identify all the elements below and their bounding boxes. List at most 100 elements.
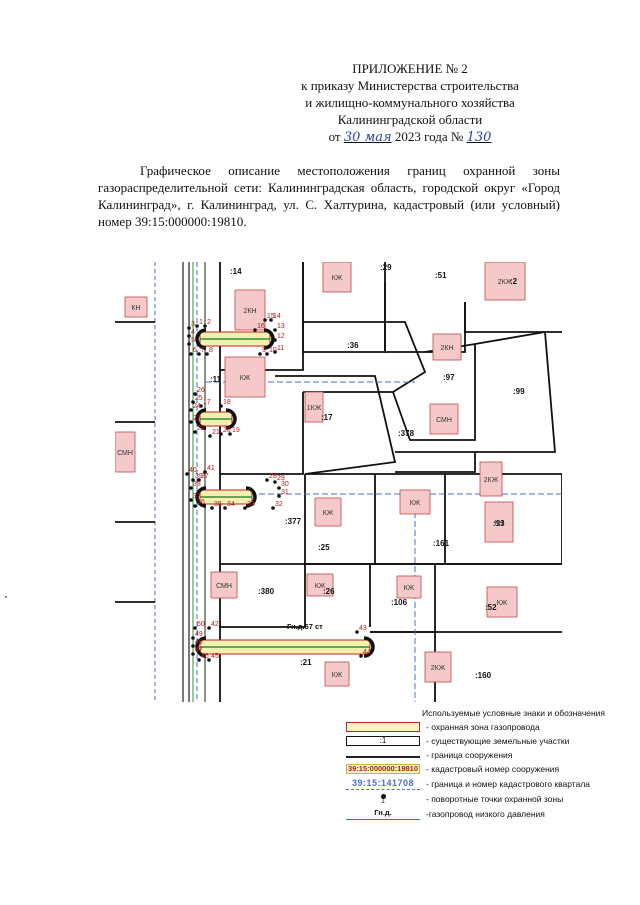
turning-point-label: 7 <box>201 347 205 354</box>
appendix-line-3: Калининградской области <box>337 112 483 127</box>
turning-point-label: 23 <box>193 415 201 422</box>
legend-row-lots: :1 - существующие земельные участки <box>340 735 620 747</box>
turning-point-label: 49 <box>195 631 203 638</box>
zone-arc <box>363 636 375 658</box>
turning-point-dot <box>205 352 209 356</box>
building <box>234 289 266 331</box>
turning-point-dot <box>265 478 269 482</box>
point-dot-icon <box>380 794 386 799</box>
turning-point-dot <box>271 506 275 510</box>
turning-point-label: 18 <box>223 399 231 406</box>
parcel-label: :25 <box>318 543 330 552</box>
order-number-handwritten: 130 <box>466 130 492 145</box>
turning-point-dot <box>208 434 212 438</box>
parcel-label: :17 <box>321 413 333 422</box>
turning-point-label: 29 <box>277 475 285 482</box>
turning-point-label: 2 <box>207 319 211 326</box>
turning-point-label: 40 <box>189 467 197 474</box>
building-mark: СМН <box>436 417 452 424</box>
building-mark: КН <box>494 520 503 527</box>
turning-point-label: 19 <box>232 427 240 434</box>
building-mark: СМН <box>216 583 232 590</box>
building-mark: СМН <box>117 450 133 457</box>
date-handwritten: 30 мая <box>343 130 392 145</box>
turning-point-dot <box>253 328 257 332</box>
turning-point-dot <box>273 350 277 354</box>
parcel-label: :13 <box>493 519 505 528</box>
turning-point-dot <box>187 326 191 330</box>
turning-point-label: 6 <box>193 347 197 354</box>
parcel-labels: :14:29:51:2:36:97:99:11:17:378:377:25:16… <box>210 263 525 680</box>
turning-point-label: 39 <box>195 473 203 480</box>
legend-quarter-text: - граница и номер кадастрового квартала <box>426 779 591 789</box>
turning-point-dot <box>195 324 199 328</box>
appendix-title: ПРИЛОЖЕНИЕ № 2 <box>352 61 468 76</box>
zone-arc <box>195 486 207 508</box>
turning-point-dot <box>189 408 193 412</box>
margin-mark <box>5 596 7 598</box>
legend-zone-text: - охранная зона газопровода <box>426 722 540 732</box>
building-mark: 2КН <box>243 308 256 315</box>
turning-point-dot <box>277 486 281 490</box>
turning-point-dot <box>207 626 211 630</box>
parcel-label: :377 <box>285 517 302 526</box>
turning-point-label: 21 <box>212 429 220 436</box>
building <box>484 262 526 301</box>
building-mark: 2КН <box>440 345 453 352</box>
building-mark: КЖ <box>240 375 251 382</box>
turning-point-dot <box>277 494 281 498</box>
turning-point-label: 9 <box>262 347 266 354</box>
building <box>429 403 459 435</box>
turning-point-label: 37 <box>193 493 201 500</box>
legend-structure-swatch <box>346 750 420 758</box>
legend-row-points: 1 - поворотные точки охранной зоны <box>340 793 620 805</box>
turning-point-label: 25 <box>195 395 203 402</box>
appendix-date-line: от 30 мая 2023 года № 130 <box>270 128 550 146</box>
turning-point-label: 3 <box>191 321 195 328</box>
turning-point-dot <box>189 498 193 502</box>
building-mark: КЖ <box>332 672 343 679</box>
parcel-label: :14 <box>230 267 242 276</box>
turning-point-dot <box>355 630 359 634</box>
turning-point-label: 10 <box>269 347 277 354</box>
building <box>396 575 422 599</box>
turning-point-dot <box>265 352 269 356</box>
building-mark: КЖ <box>315 583 326 590</box>
building <box>399 489 431 515</box>
turning-point-dot <box>197 658 201 662</box>
zone-arc <box>195 408 207 430</box>
parcel-label: :26 <box>323 587 335 596</box>
lots-layer <box>115 262 562 702</box>
parcel-label: :52 <box>485 603 497 612</box>
parcel-label: :106 <box>391 598 408 607</box>
turning-point-dot <box>187 342 191 346</box>
zone-arc <box>245 486 257 508</box>
turning-point-label: 38 <box>193 481 201 488</box>
turning-point-dot <box>189 420 193 424</box>
legend-quarter-swatch: 39:15:141708 <box>346 779 420 790</box>
zone-arc <box>263 328 275 350</box>
appendix-line-1: к приказу Министерства строительства <box>301 78 519 93</box>
turning-point-dot <box>191 636 195 640</box>
turning-point-dot <box>243 506 247 510</box>
turning-point-label: 36 <box>197 499 205 506</box>
building-mark: КЖ <box>410 500 421 507</box>
legend-points-text: - поворотные точки охранной зоны <box>426 794 564 804</box>
building <box>324 661 350 687</box>
building <box>224 356 266 398</box>
turning-point-dot <box>258 352 262 356</box>
turning-point-label: 34 <box>227 501 235 508</box>
building-mark: КЖ <box>497 600 508 607</box>
building-mark: 2КЖ <box>498 279 513 286</box>
turning-point-label: 16 <box>257 323 265 330</box>
parcel-label: :378 <box>398 429 415 438</box>
building <box>484 501 514 543</box>
turning-point-label: 11 <box>277 345 284 352</box>
parcel-label: :97 <box>443 373 455 382</box>
turning-point-dot <box>197 478 201 482</box>
parcel-label: :161 <box>433 539 450 548</box>
zone-arc <box>195 328 207 350</box>
